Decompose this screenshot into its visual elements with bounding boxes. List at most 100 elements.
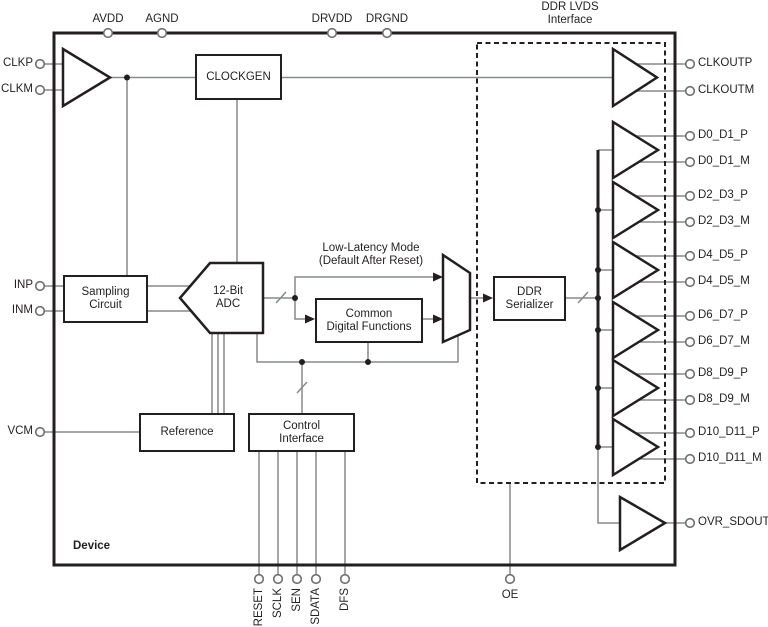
wire-config-rail (256, 333, 459, 363)
mux-icon (441, 252, 472, 344)
pin-label-d8d9p: D8_D9_P (698, 367, 748, 379)
block-control-line2: Interface (279, 432, 324, 445)
pin-label-d10d11p: D10_D11_P (698, 426, 760, 438)
block-cdf-line2: Digital Functions (326, 320, 412, 333)
adc-pentagon (178, 261, 265, 335)
pin-clkp (34, 58, 46, 70)
pin-label-d2d3p: D2_D3_P (698, 189, 748, 201)
pin-label-drgnd: DRGND (365, 13, 409, 25)
pin-label-sen: SEN (291, 588, 303, 612)
pin-d6d7p (684, 310, 696, 322)
bus-slash-adc (275, 291, 287, 304)
pin-label-dfs: DFS (339, 588, 351, 611)
pin-label-d4d5p: D4_D5_P (698, 249, 748, 261)
pin-d0d1m (684, 156, 696, 168)
block-reference-label: Reference (160, 426, 214, 438)
ddr-lvds-interface-heading: DDR LVDS Interface (541, 1, 598, 27)
wire-bypass (294, 276, 439, 298)
d8-d9-buffer-icon (611, 357, 661, 419)
pin-label-clkoutm: CLKOUTM (698, 84, 755, 96)
pin-label-d10d11m: D10_D11_M (698, 452, 762, 464)
pin-label-ovr-sdout: OVR_SDOUT (698, 516, 768, 528)
wire-layer (45, 63, 686, 575)
block-common-digital-functions: Common Digital Functions (315, 298, 423, 343)
pin-d4d5p (684, 250, 696, 262)
pin-agnd (156, 27, 168, 39)
block-adc-label: 12-Bit ADC (192, 284, 264, 312)
pin-d6d7m (684, 336, 696, 348)
block-serializer-line1: DDR (517, 285, 542, 298)
block-sampling-circuit: Sampling Circuit (63, 275, 148, 323)
low-latency-line2: (Default After Reset) (318, 255, 424, 267)
junction-dots (124, 74, 601, 450)
pin-clkoutp (684, 58, 696, 70)
bus-slash-control (296, 381, 308, 394)
pin-label-drvdd: DRVDD (311, 13, 353, 25)
clkout-buffer-icon (611, 46, 660, 109)
low-latency-annotation: Low-Latency Mode (Default After Reset) (319, 242, 423, 268)
pin-drvdd (326, 27, 338, 39)
block-clockgen: CLOCKGEN (195, 54, 282, 100)
pin-d2d3m (684, 216, 696, 228)
pin-label-inp: INP (13, 279, 33, 291)
wire-bus-ovr (597, 447, 620, 524)
pin-sclk (272, 573, 284, 585)
arrow-heads (305, 272, 493, 324)
pin-sen (291, 573, 303, 585)
ovr-sdout-buffer-icon (618, 494, 668, 553)
clock-input-buffer-icon (61, 46, 113, 109)
block-clockgen-label: CLOCKGEN (206, 70, 271, 83)
bus-slash-serializer (577, 291, 589, 304)
pin-label-d0d1m: D0_D1_M (698, 155, 750, 167)
pin-clkoutm (684, 85, 696, 97)
pin-d0d1p (684, 130, 696, 142)
wire-to-cdf (294, 298, 311, 320)
pin-label-sclk: SCLK (272, 588, 284, 619)
pin-clkm (34, 84, 46, 96)
ddr-lvds-heading-line1: DDR LVDS (541, 1, 599, 13)
pin-label-reset: RESET (253, 588, 265, 627)
pin-d8d9p (684, 368, 696, 380)
pin-label-d8d9m: D8_D9_M (698, 393, 750, 405)
block-adc-line1: 12-Bit (212, 285, 244, 297)
pin-terminals (34, 27, 696, 585)
device-label: Device (73, 540, 111, 552)
block-control-interface: Control Interface (248, 413, 355, 452)
pin-label-agnd: AGND (145, 13, 179, 25)
block-serializer-line2: Serializer (505, 298, 554, 311)
block-adc-line2: ADC (215, 298, 241, 310)
pin-label-d4d5m: D4_D5_M (698, 275, 750, 287)
block-reference: Reference (139, 413, 235, 452)
pin-label-d2d3m: D2_D3_M (698, 215, 750, 227)
d4-d5-buffer-icon (611, 239, 661, 301)
pin-inm (34, 305, 46, 317)
d0-d1-buffer-icon (611, 119, 661, 181)
pin-avdd (102, 27, 114, 39)
pin-label-vcm: VCM (7, 425, 33, 437)
pin-sdata (310, 573, 322, 585)
ddr-lvds-heading-line2: Interface (547, 14, 593, 26)
d2-d3-buffer-icon (611, 179, 661, 241)
pin-label-inm: INM (11, 304, 33, 316)
pin-label-avdd: AVDD (92, 13, 124, 25)
pin-label-clkoutp: CLKOUTP (698, 57, 753, 69)
pin-drgnd (381, 27, 393, 39)
pin-inp (34, 280, 46, 292)
pin-label-d0d1p: D0_D1_P (698, 129, 748, 141)
block-ddr-serializer: DDR Serializer (493, 276, 566, 321)
pin-oe (504, 573, 516, 585)
pin-label-d6d7p: D6_D7_P (698, 309, 748, 321)
d6-d7-buffer-icon (611, 299, 661, 361)
pin-dfs (339, 573, 351, 585)
device-boundary (52, 31, 677, 567)
block-sampling-line1: Sampling (81, 286, 130, 298)
block-control-line1: Control (282, 419, 321, 432)
block-sampling-line2: Circuit (89, 299, 122, 311)
ddr-lvds-interface-boundary (476, 42, 666, 484)
pin-d10d11m (684, 453, 696, 465)
pin-label-clkp: CLKP (2, 57, 33, 69)
pin-label-d6d7m: D6_D7_M (698, 335, 750, 347)
low-latency-line1: Low-Latency Mode (322, 242, 420, 254)
